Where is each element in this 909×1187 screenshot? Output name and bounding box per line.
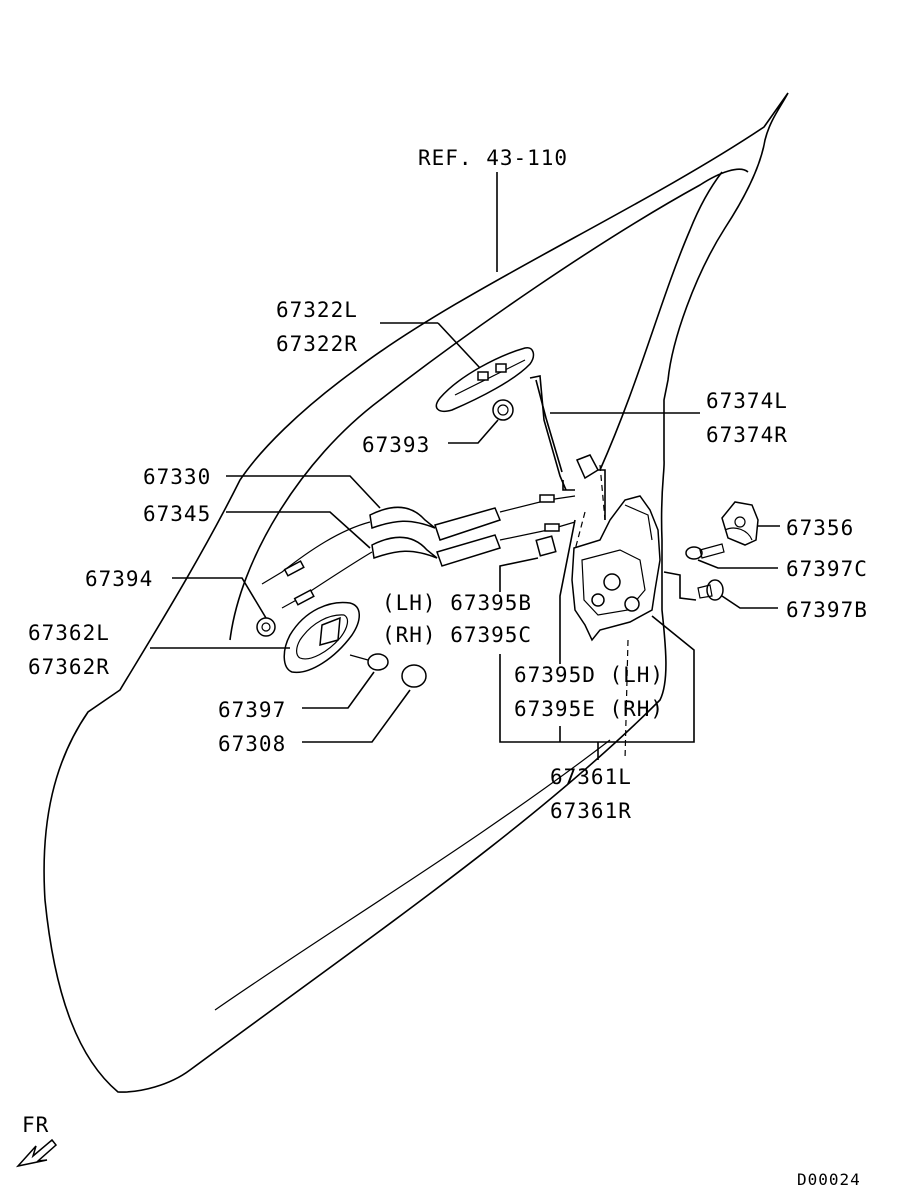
outside-handle: 67322L 67322R: [276, 298, 535, 412]
ref-callout: REF. 43-110: [418, 146, 568, 272]
label-67397C: 67397C: [786, 557, 868, 581]
screw-67397: 67397: [218, 653, 389, 722]
bracket-67361: 67361L 67361R: [499, 615, 695, 823]
door-outline: [43, 92, 789, 1093]
fr-label: FR: [22, 1113, 49, 1137]
label-67362R: 67362R: [28, 655, 110, 679]
label-67345: 67345: [143, 502, 211, 526]
clip-67393: 67393: [362, 399, 514, 457]
label-67397: 67397: [218, 698, 286, 722]
retainer-67394: 67394: [85, 567, 276, 637]
label-67361L: 67361L: [550, 765, 632, 789]
label-67356: 67356: [786, 516, 854, 540]
label-67395B: (LH) 67395B: [382, 591, 532, 615]
bolt-67397B: 67397B: [663, 571, 868, 622]
label-67308: 67308: [218, 732, 286, 756]
cap-67308: 67308: [218, 664, 427, 756]
label-67397B: 67397B: [786, 598, 868, 622]
door-latch-assembly: [562, 454, 661, 761]
label-67395E: 67395E (RH): [514, 697, 664, 721]
label-67374R: 67374R: [706, 423, 788, 447]
label-67374L: 67374L: [706, 389, 788, 413]
rod-67374: 67374L 67374R: [529, 375, 788, 491]
label-67322R: 67322R: [276, 332, 358, 356]
leader-67395D: 67395D (LH) 67395E (RH): [514, 519, 664, 721]
diagram-code: D00024: [797, 1170, 861, 1187]
cables: 67330 67345: [143, 465, 576, 609]
label-67322L: 67322L: [276, 298, 358, 322]
label-67361R: 67361R: [550, 799, 632, 823]
front-direction-indicator: FR: [15, 1113, 58, 1168]
label-67394: 67394: [85, 567, 153, 591]
front-arrow-icon: [15, 1138, 58, 1168]
label-67330: 67330: [143, 465, 211, 489]
clip-67395B: (LH) 67395B (RH) 67395C: [382, 535, 557, 647]
label-67395C: (RH) 67395C: [382, 623, 532, 647]
ref-label: REF. 43-110: [418, 146, 568, 170]
screw-67397C: 67397C: [685, 543, 868, 581]
label-67362L: 67362L: [28, 621, 110, 645]
label-67393: 67393: [362, 433, 430, 457]
label-67395D: 67395D (LH): [514, 663, 664, 687]
inside-handle: 67362L 67362R: [28, 601, 360, 679]
striker-67356: 67356: [721, 501, 854, 546]
